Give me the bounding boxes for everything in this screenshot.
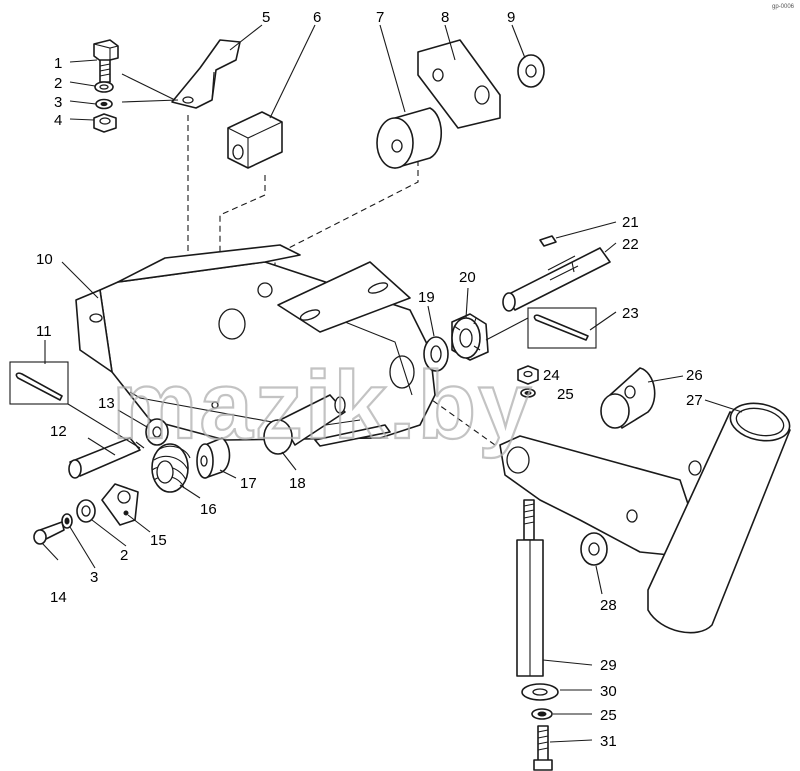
callout-9: 9 (507, 9, 515, 26)
bushing-part-7 (376, 107, 442, 169)
key-part-21 (539, 235, 557, 247)
callout-23: 23 (622, 305, 639, 322)
callout-19: 19 (418, 289, 435, 306)
callout-8: 8 (441, 9, 449, 26)
nut-part-4 (93, 113, 117, 133)
shaft-part-22 (502, 247, 611, 312)
callout-28: 28 (600, 597, 617, 614)
callout-10: 10 (36, 251, 53, 268)
washer-part-13 (145, 418, 169, 446)
callout-2: 2 (54, 75, 62, 92)
callout-11: 11 (36, 323, 52, 340)
pin-part-12 (68, 437, 145, 479)
callout-31: 31 (600, 733, 617, 750)
callout-14: 14 (50, 589, 67, 606)
lever-arm-part-27 (499, 402, 791, 634)
callout-4: 4 (54, 112, 62, 129)
cotter-pin-part-11 (9, 361, 69, 405)
leader-lines (41, 24, 743, 743)
corner-code: gp-0006 (772, 4, 795, 10)
callout-21: 21 (622, 214, 639, 231)
spring-part-16 (151, 443, 191, 493)
callout-3: 3 (54, 94, 62, 111)
callout-27: 27 (686, 392, 703, 409)
callout-30: 30 (600, 683, 617, 700)
callout-3-b: 3 (90, 569, 98, 586)
cotter-pin-part-23 (527, 307, 597, 349)
callout-1: 1 (54, 55, 62, 72)
callout-15: 15 (150, 532, 167, 549)
nut-part-24 (517, 365, 539, 385)
lock-washer-part-25 (520, 388, 536, 398)
washer-part-2 (94, 81, 114, 93)
washer-part-28 (580, 532, 608, 566)
callout-7: 7 (376, 9, 384, 26)
collar-part-26 (600, 367, 656, 429)
ring-part-19 (423, 336, 449, 372)
bolt-part-31 (533, 725, 553, 771)
stud-part-29 (516, 499, 544, 677)
clip-part-5 (171, 39, 241, 109)
knob-shaft-part-18 (263, 394, 346, 455)
callout-25-b: 25 (600, 707, 617, 724)
lock-washer-part-3 (95, 98, 113, 110)
bolt-part-1 (93, 39, 119, 83)
main-bracket-part-10 (75, 244, 436, 447)
callout-5: 5 (262, 9, 270, 26)
lock-washer-part-3-b (61, 513, 73, 529)
callout-13: 13 (98, 395, 115, 412)
callout-2-b: 2 (120, 547, 128, 564)
callout-22: 22 (622, 236, 639, 253)
callout-20: 20 (459, 269, 476, 286)
plate-part-8 (417, 39, 501, 129)
callout-16: 16 (200, 501, 217, 518)
callout-29: 29 (600, 657, 617, 674)
watermark-text: mazik.by (112, 352, 534, 459)
square-block-part-6 (227, 111, 283, 169)
callout-numbers: 1 2 3 4 5 6 7 8 9 10 11 12 13 14 15 16 1… (36, 9, 703, 750)
tab-bracket-part-15 (101, 483, 139, 526)
callout-24: 24 (543, 367, 560, 384)
washer-part-30 (521, 683, 559, 701)
castle-nut-part-20 (451, 313, 489, 361)
screw-part-14 (33, 521, 65, 545)
callout-6: 6 (313, 9, 321, 26)
bushing-part-17 (196, 437, 231, 479)
washer-part-2-b (76, 499, 96, 523)
washer-part-9 (517, 54, 545, 88)
callout-12: 12 (50, 423, 67, 440)
lock-washer-part-25-b (531, 708, 553, 720)
callout-25: 25 (557, 386, 574, 403)
callout-17: 17 (240, 475, 257, 492)
callout-18: 18 (289, 475, 306, 492)
callout-26: 26 (686, 367, 703, 384)
